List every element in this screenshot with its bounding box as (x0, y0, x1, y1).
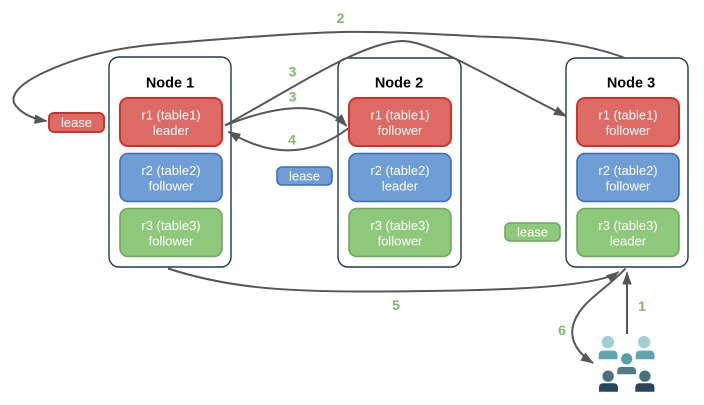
svg-text:Node 3: Node 3 (607, 76, 655, 92)
svg-text:lease: lease (517, 225, 548, 240)
svg-text:Node 2: Node 2 (375, 76, 423, 92)
svg-text:follower: follower (149, 179, 194, 194)
svg-text:3: 3 (289, 64, 297, 80)
svg-text:lease: lease (61, 115, 92, 130)
svg-text:1: 1 (638, 298, 646, 314)
svg-text:follower: follower (149, 234, 194, 249)
svg-text:leader: leader (610, 234, 647, 249)
svg-text:r3 (table3): r3 (table3) (370, 218, 429, 233)
svg-text:r1 (table1): r1 (table1) (598, 108, 657, 123)
svg-text:follower: follower (606, 179, 651, 194)
svg-text:r2 (table2): r2 (table2) (598, 163, 657, 178)
svg-text:4: 4 (288, 132, 296, 148)
svg-text:2: 2 (337, 10, 345, 26)
svg-text:r2 (table2): r2 (table2) (370, 163, 429, 178)
svg-text:r3 (table3): r3 (table3) (598, 218, 657, 233)
svg-text:5: 5 (392, 297, 400, 313)
svg-text:follower: follower (378, 123, 423, 138)
svg-text:r3 (table3): r3 (table3) (141, 218, 200, 233)
svg-text:leader: leader (382, 179, 419, 194)
svg-text:6: 6 (558, 322, 566, 338)
svg-text:lease: lease (289, 169, 320, 184)
svg-text:r1 (table1): r1 (table1) (370, 108, 429, 123)
svg-text:follower: follower (378, 234, 423, 249)
svg-text:r2 (table2): r2 (table2) (141, 163, 200, 178)
svg-text:3: 3 (289, 89, 297, 105)
svg-text:leader: leader (153, 123, 190, 138)
svg-text:follower: follower (606, 123, 651, 138)
svg-text:r1 (table1): r1 (table1) (141, 108, 200, 123)
svg-text:Node 1: Node 1 (146, 76, 194, 92)
